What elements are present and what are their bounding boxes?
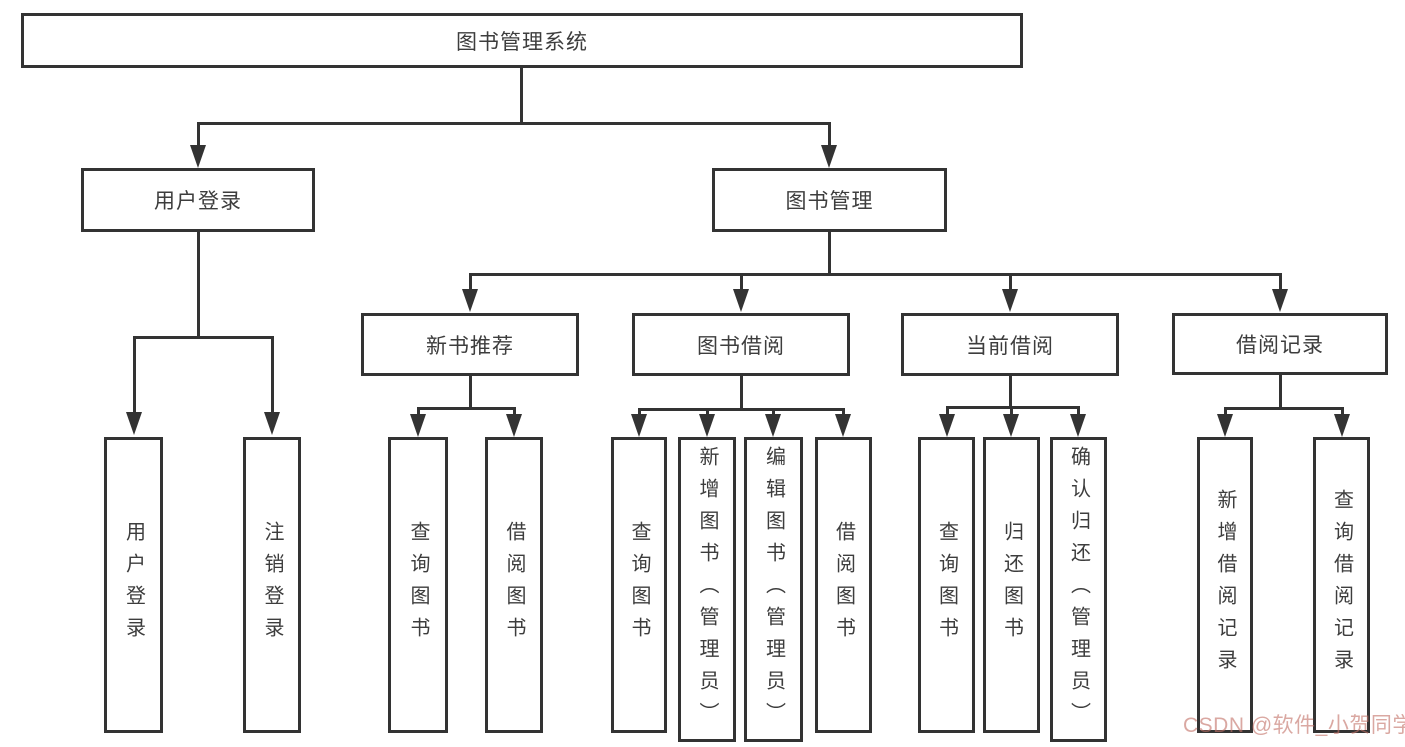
arrow-down-icon: [1002, 289, 1018, 312]
node-label: 当前借阅: [966, 334, 1054, 358]
node-label: 借阅图书: [832, 521, 855, 649]
node-user-login: 用户登录: [81, 168, 315, 232]
arrow-down-icon: [462, 289, 478, 312]
node-root-library-system: 图书管理系统: [21, 13, 1023, 68]
node-label: 确认归还（管理员）: [1067, 445, 1090, 734]
connector-drop-cr-leaf1: [946, 406, 949, 415]
connector-drop-nb-leaf2: [513, 407, 516, 415]
node-label: 查询图书: [628, 521, 650, 649]
connector-drop-bw-leaf2: [706, 408, 709, 415]
arrow-down-icon: [1272, 289, 1288, 312]
leaf-query-books-newbook: 查询图书: [388, 437, 448, 733]
leaf-add-books-admin: 新增图书（管理员）: [678, 437, 736, 742]
connector-drop-borrow: [740, 273, 743, 289]
arrow-down-icon: [939, 414, 955, 437]
connector-book-mgmt-split: [470, 273, 1281, 276]
arrow-down-icon: [1003, 414, 1019, 437]
node-book-management: 图书管理: [712, 168, 947, 232]
leaf-borrow-books-newbook: 借阅图书: [485, 437, 543, 733]
leaf-edit-books-admin: 编辑图书（管理员）: [744, 437, 803, 742]
node-label: 注销登录: [261, 521, 283, 649]
arrow-down-icon: [1217, 414, 1233, 437]
leaf-return-books: 归还图书: [983, 437, 1040, 733]
leaf-query-borrow-record: 查询借阅记录: [1313, 437, 1370, 733]
arrow-down-icon: [821, 145, 837, 168]
connector-drop-record: [1279, 273, 1282, 289]
arrow-down-icon: [699, 414, 715, 437]
leaf-add-borrow-record: 新增借阅记录: [1197, 437, 1253, 733]
connector-drop-bw-leaf1: [638, 408, 641, 415]
leaf-user-login: 用户登录: [104, 437, 163, 733]
node-label: 图书借阅: [697, 334, 785, 358]
arrow-down-icon: [1070, 414, 1086, 437]
leaf-confirm-return-admin: 确认归还（管理员）: [1050, 437, 1107, 742]
leaf-borrow-books: 借阅图书: [815, 437, 872, 733]
connector-drop-current: [1009, 273, 1012, 289]
connector-drop-bw-leaf4: [842, 408, 845, 415]
node-label: 查询借阅记录: [1330, 489, 1353, 681]
node-label: 查询图书: [407, 521, 429, 649]
connector-root-stem: [520, 68, 523, 122]
connector-drop-rc-leaf1: [1224, 407, 1227, 415]
connector-drop-nb-leaf1: [417, 407, 420, 415]
connector-drop-newbook: [469, 273, 472, 289]
leaf-logout: 注销登录: [243, 437, 301, 733]
connector-record-split: [1224, 407, 1342, 410]
leaf-query-books-current: 查询图书: [918, 437, 975, 733]
node-label: 图书管理系统: [456, 30, 588, 54]
node-label: 图书管理: [785, 190, 874, 213]
arrow-down-icon: [190, 145, 206, 168]
arrow-down-icon: [765, 414, 781, 437]
node-label: 用户登录: [122, 521, 145, 649]
node-label: 新增图书（管理员）: [696, 445, 718, 734]
node-label: 借阅图书: [503, 521, 525, 649]
connector-book-mgmt-stem: [828, 232, 831, 273]
node-label: 用户登录: [154, 190, 242, 213]
node-book-borrowing: 图书借阅: [632, 313, 850, 376]
connector-drop-user-login: [197, 122, 200, 146]
connector-drop-bw-leaf3: [772, 408, 775, 415]
connector-newbook-split: [418, 407, 516, 410]
connector-current-stem: [1009, 376, 1012, 406]
node-borrow-records: 借阅记录: [1172, 313, 1388, 375]
arrow-down-icon: [126, 412, 142, 435]
leaf-query-books-borrow: 查询图书: [611, 437, 667, 733]
node-label: 新书推荐: [426, 334, 514, 358]
node-label: 编辑图书（管理员）: [762, 445, 785, 734]
node-label: 查询图书: [935, 521, 958, 649]
node-label: 新增借阅记录: [1214, 489, 1236, 681]
arrow-down-icon: [835, 414, 851, 437]
arrow-down-icon: [733, 289, 749, 312]
connector-user-login-split: [133, 336, 274, 339]
connector-drop-book-mgmt: [828, 122, 831, 146]
connector-drop-cr-leaf2: [1010, 406, 1013, 415]
arrow-down-icon: [506, 414, 522, 437]
connector-level1-split: [198, 122, 831, 125]
watermark: CSDN @软件_小贺同学: [1183, 714, 1405, 737]
node-label: 归还图书: [1000, 521, 1023, 649]
connector-drop-rc-leaf2: [1341, 407, 1344, 415]
node-current-borrowing: 当前借阅: [901, 313, 1119, 376]
connector-drop-cr-leaf3: [1077, 406, 1080, 415]
connector-user-login-stem: [197, 232, 200, 336]
connector-drop-leaf-login: [133, 336, 136, 413]
arrow-down-icon: [410, 414, 426, 437]
arrow-down-icon: [631, 414, 647, 437]
node-new-book-recommend: 新书推荐: [361, 313, 579, 376]
connector-newbook-stem: [469, 376, 472, 407]
connector-borrow-split: [638, 408, 844, 411]
arrow-down-icon: [1334, 414, 1350, 437]
connector-record-stem: [1279, 375, 1282, 407]
connector-borrow-stem: [740, 376, 743, 408]
node-label: 借阅记录: [1236, 334, 1324, 357]
arrow-down-icon: [264, 412, 280, 435]
connector-drop-leaf-logout: [271, 336, 274, 413]
